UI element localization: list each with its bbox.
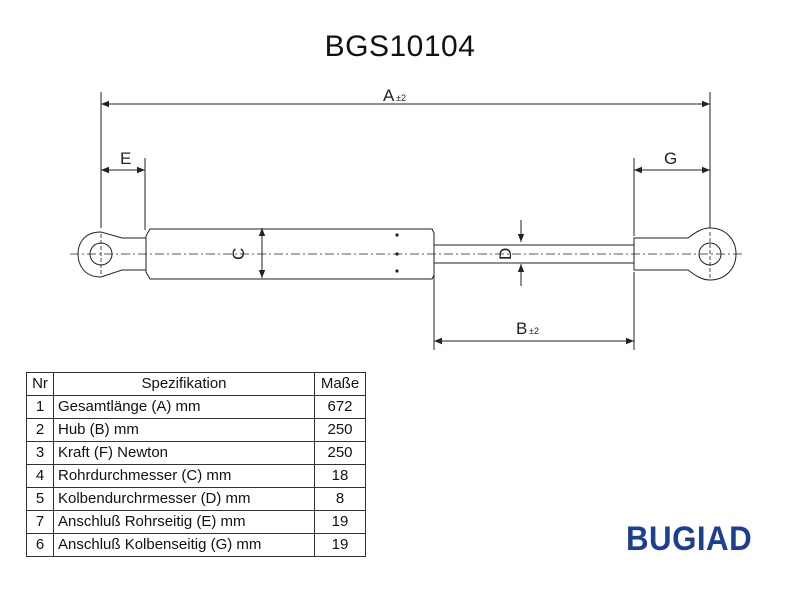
row-spec: Anschluß Rohrseitig (E) mm: [53, 510, 315, 534]
table-row: 7 Anschluß Rohrseitig (E) mm 19: [26, 510, 366, 534]
row-spec: Rohrdurchmesser (C) mm: [53, 464, 315, 488]
label-e: E: [120, 149, 131, 168]
row-nr: 3: [26, 441, 54, 465]
cylinder-tube: [145, 228, 435, 280]
column-header-spezifikation: Spezifikation: [53, 372, 315, 396]
bugiad-logo: BUGIAD: [626, 520, 753, 558]
left-eye-fitting: [77, 231, 147, 278]
label-c: C: [229, 248, 248, 260]
row-value: 250: [314, 418, 366, 442]
label-b-tolerance: ±2: [529, 326, 539, 336]
table-row: 5 Kolbendurchrmesser (D) mm 8: [26, 487, 366, 511]
label-d: D: [496, 248, 515, 260]
table-header-row: Nr Spezifikation Maße: [26, 372, 366, 396]
cylinder-marks: [395, 233, 399, 273]
row-spec: Kolbendurchrmesser (D) mm: [53, 487, 315, 511]
row-nr: 2: [26, 418, 54, 442]
table-row: 6 Anschluß Kolbenseitig (G) mm 19: [26, 533, 366, 557]
table-row: 3 Kraft (F) Newton 250: [26, 441, 366, 465]
row-value: 8: [314, 487, 366, 511]
table-row: 2 Hub (B) mm 250: [26, 418, 366, 442]
row-value: 19: [314, 533, 366, 557]
label-a: A: [383, 86, 395, 105]
label-a-tolerance: ±2: [396, 93, 406, 103]
row-value: 250: [314, 441, 366, 465]
row-nr: 1: [26, 395, 54, 419]
label-g: G: [664, 149, 677, 168]
label-b: B: [516, 319, 527, 338]
row-spec: Gesamtlänge (A) mm: [53, 395, 315, 419]
row-value: 672: [314, 395, 366, 419]
row-spec: Kraft (F) Newton: [53, 441, 315, 465]
row-nr: 4: [26, 464, 54, 488]
row-spec: Anschluß Kolbenseitig (G) mm: [53, 533, 315, 557]
row-spec: Hub (B) mm: [53, 418, 315, 442]
column-header-nr: Nr: [26, 372, 54, 396]
row-nr: 5: [26, 487, 54, 511]
part-number-title: BGS10104: [324, 30, 476, 63]
row-value: 18: [314, 464, 366, 488]
table-row: 4 Rohrdurchmesser (C) mm 18: [26, 464, 366, 488]
row-nr: 7: [26, 510, 54, 534]
column-header-masse: Maße: [314, 372, 366, 396]
row-nr: 6: [26, 533, 54, 557]
row-value: 19: [314, 510, 366, 534]
table-row: 1 Gesamtlänge (A) mm 672: [26, 395, 366, 419]
specification-table: Nr Spezifikation Maße 1 Gesamtlänge (A) …: [26, 372, 366, 557]
